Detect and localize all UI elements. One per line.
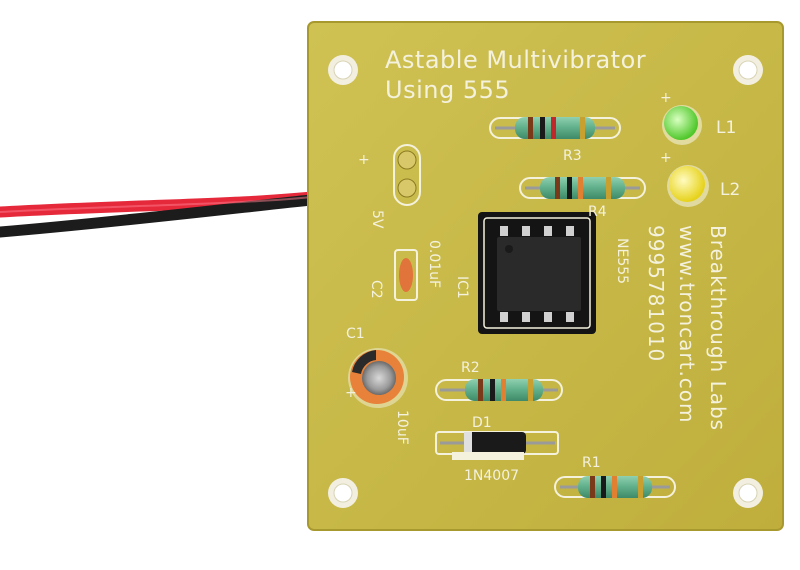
r1-label: R1 [582, 455, 601, 471]
power-pads [393, 144, 421, 206]
brand-label: Breakthrough Labs [706, 225, 730, 432]
capacitor-c2 [394, 249, 418, 301]
diode-part-label: 1N4007 [464, 468, 520, 484]
ic-part-label: NE555 [614, 238, 630, 285]
l1-label: L1 [716, 118, 737, 138]
c2-value-label: 0.01uF [426, 240, 442, 289]
board-title-line2: Using 555 [385, 76, 511, 104]
phone-label: 9995781010 [644, 225, 668, 363]
c1-plus-label: + [345, 385, 357, 401]
resistor-r3 [489, 117, 621, 139]
capacitor-c1 [348, 348, 408, 408]
l1-plus-label: + [660, 90, 672, 106]
l2-label: L2 [720, 180, 741, 200]
led-l1-green [662, 105, 702, 145]
diode-d1 [435, 431, 559, 460]
ic-ne555 [478, 212, 596, 334]
power-5v-label: 5V [369, 210, 385, 229]
power-plus-label: + [358, 152, 370, 168]
r4-label: R4 [588, 204, 607, 220]
led-l2-yellow [667, 165, 709, 207]
d1-label: D1 [472, 415, 492, 431]
l2-plus-label: + [660, 150, 672, 166]
mounting-holes [328, 55, 763, 508]
resistor-r2 [435, 379, 563, 401]
board-title-line1: Astable Multivibrator [385, 46, 647, 74]
c2-label: C2 [368, 280, 384, 299]
resistor-r4 [519, 177, 646, 199]
ic-label: IC1 [454, 276, 470, 299]
website-label: www.troncart.com [675, 225, 699, 424]
c1-label: C1 [346, 326, 365, 342]
c1-value-label: 10uF [394, 410, 410, 445]
r3-label: R3 [563, 148, 582, 164]
r2-label: R2 [461, 360, 480, 376]
resistor-r1 [554, 476, 676, 498]
